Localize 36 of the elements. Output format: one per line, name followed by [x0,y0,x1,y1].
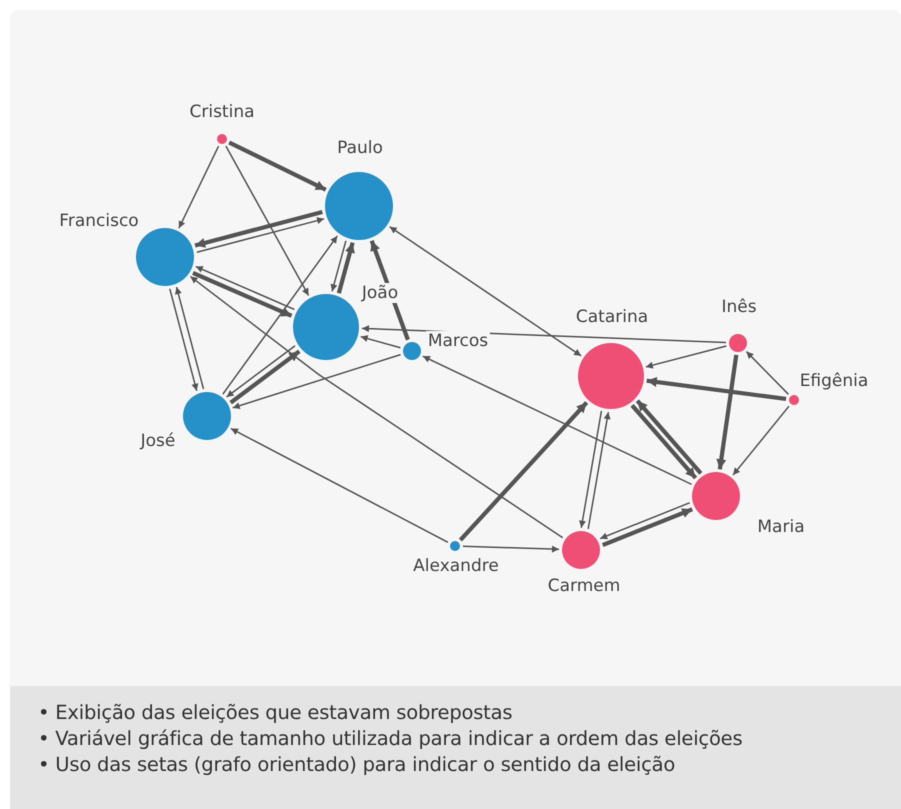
arrow [716,354,738,470]
node-label: João [360,283,400,303]
arrow [195,266,295,310]
note-text: • Uso das setas (grafo orientado) para indicar o sentido da eleição [38,752,676,778]
arrow [579,410,602,528]
arrow [230,428,448,543]
arrow [336,242,355,294]
arrow [462,546,560,553]
arrow [225,146,310,296]
node-label: José [138,431,178,451]
arrow [587,412,611,530]
arrow [222,236,338,395]
note-text: • Variável gráfica de tamanho utilizada para indicar a ordem das eleições [38,726,744,752]
arrow [192,271,292,318]
arrow [229,350,301,404]
arrow [330,240,347,292]
arrow [178,146,220,229]
arrow [226,345,296,398]
arrow [174,286,204,390]
arrow [600,502,690,540]
arrow [458,401,588,542]
arrow [196,217,324,253]
arrow [169,288,198,391]
arrow [190,276,564,538]
arrow [646,345,727,369]
arrow [360,335,401,348]
arrow [232,354,401,410]
arrow [732,406,790,476]
arrow [602,507,694,548]
arrow [646,377,786,402]
note-text: • Exibição das eleições que estavam sobrepostas [38,700,514,726]
arrow [746,351,789,395]
arrow [389,226,582,356]
arrow [194,210,323,248]
arrow [228,140,327,192]
arrow [422,355,692,486]
